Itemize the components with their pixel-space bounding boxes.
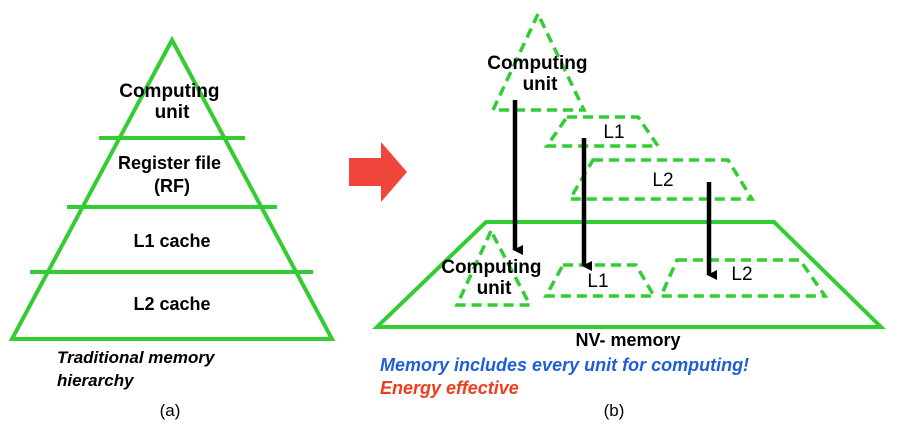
pyramid-l1-label: L1 cache — [133, 231, 210, 251]
pyramid-register-label: Register file (RF) — [118, 153, 226, 196]
inner-computing-unit-label: Computing unit — [441, 257, 547, 299]
pyramid-computing-label: Computing unit — [119, 81, 225, 123]
pyramid-l2-label: L2 cache — [133, 294, 210, 314]
top-l2-trapezoid — [566, 158, 756, 201]
top-l1-label: L1 — [603, 122, 624, 143]
nv-memory-trapezoid — [372, 220, 886, 329]
traditional-caption: Traditional memory hierarchy — [57, 348, 219, 390]
inner-l1-trapezoid — [543, 263, 658, 298]
inner-computing-unit-triangle — [454, 227, 533, 307]
top-l1-trapezoid — [543, 115, 662, 148]
top-computing-unit-triangle — [490, 9, 587, 112]
top-computing-unit-label: Computing unit — [487, 53, 593, 95]
inner-l2-trapezoid — [658, 258, 829, 298]
transition-arrow-icon — [349, 142, 407, 202]
sub-label-a: (a) — [160, 401, 181, 420]
sub-label-b: (b) — [604, 401, 625, 420]
caption-red: Energy effective — [380, 378, 519, 398]
top-l2-label: L2 — [652, 170, 673, 191]
inner-l1-label: L1 — [587, 271, 608, 292]
nv-memory-hierarchy: Computing unit L1 L2 Computing unit L1 L… — [372, 9, 886, 420]
inner-l2-label: L2 — [731, 264, 752, 285]
caption-blue: Memory includes every unit for computing… — [380, 355, 749, 375]
pyramid-outline — [8, 35, 336, 341]
nv-memory-label: NV- memory — [575, 330, 680, 350]
traditional-hierarchy-pyramid: Computing unit Register file (RF) L1 cac… — [8, 35, 336, 420]
